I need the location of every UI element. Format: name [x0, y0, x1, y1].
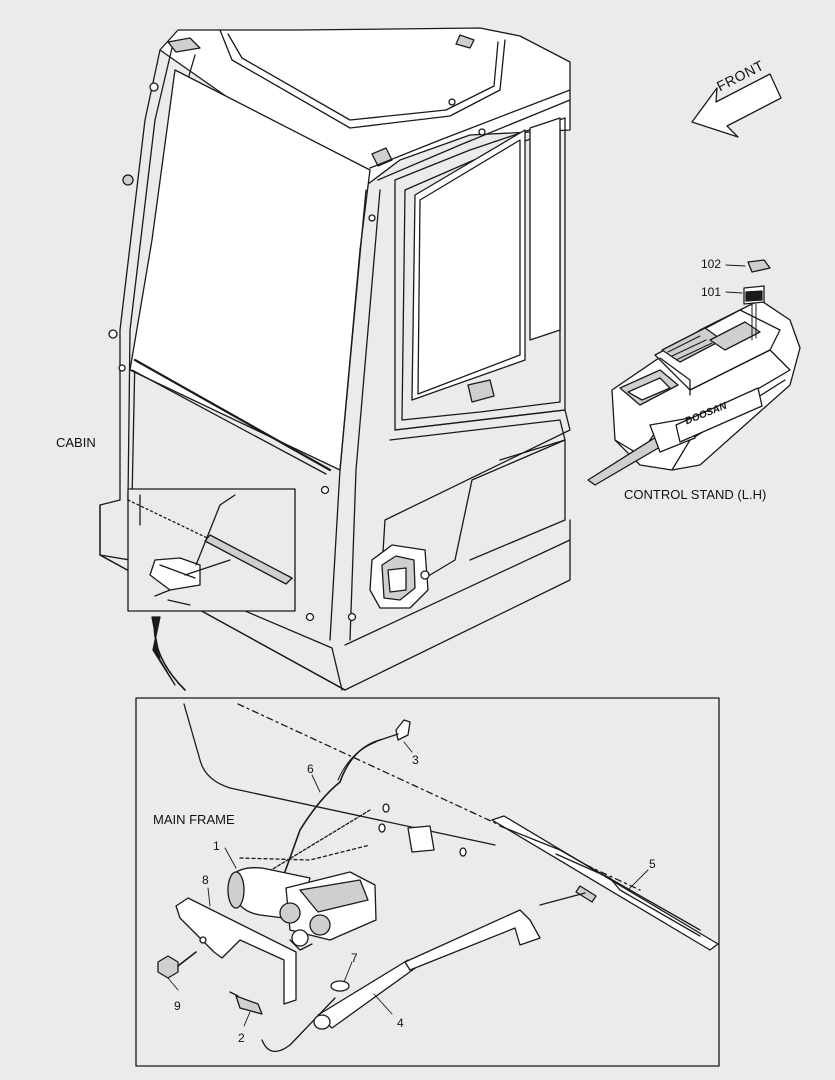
detail-pointer-arrow-icon — [151, 616, 186, 691]
callout-8: 8 — [202, 873, 209, 887]
control-stand-label: CONTROL STAND (L.H) — [624, 487, 767, 502]
cabin-body — [99, 27, 571, 691]
callout-6: 6 — [307, 762, 314, 776]
front-arrow-icon — [691, 73, 782, 138]
control-stand — [587, 259, 801, 486]
callout-3: 3 — [412, 753, 419, 767]
cabin-detail-frame — [127, 488, 296, 612]
callout-7: 7 — [351, 951, 358, 965]
cabin-label: CABIN — [56, 435, 96, 450]
callout-9: 9 — [174, 999, 181, 1013]
callout-1: 1 — [213, 839, 220, 853]
callout-101: 101 — [701, 285, 722, 299]
main-frame-label: MAIN FRAME — [153, 812, 235, 827]
callout-4: 4 — [397, 1016, 404, 1030]
callout-5: 5 — [649, 857, 656, 871]
callout-2: 2 — [238, 1031, 245, 1045]
detail-box — [135, 697, 720, 1067]
callout-102: 102 — [701, 257, 722, 271]
